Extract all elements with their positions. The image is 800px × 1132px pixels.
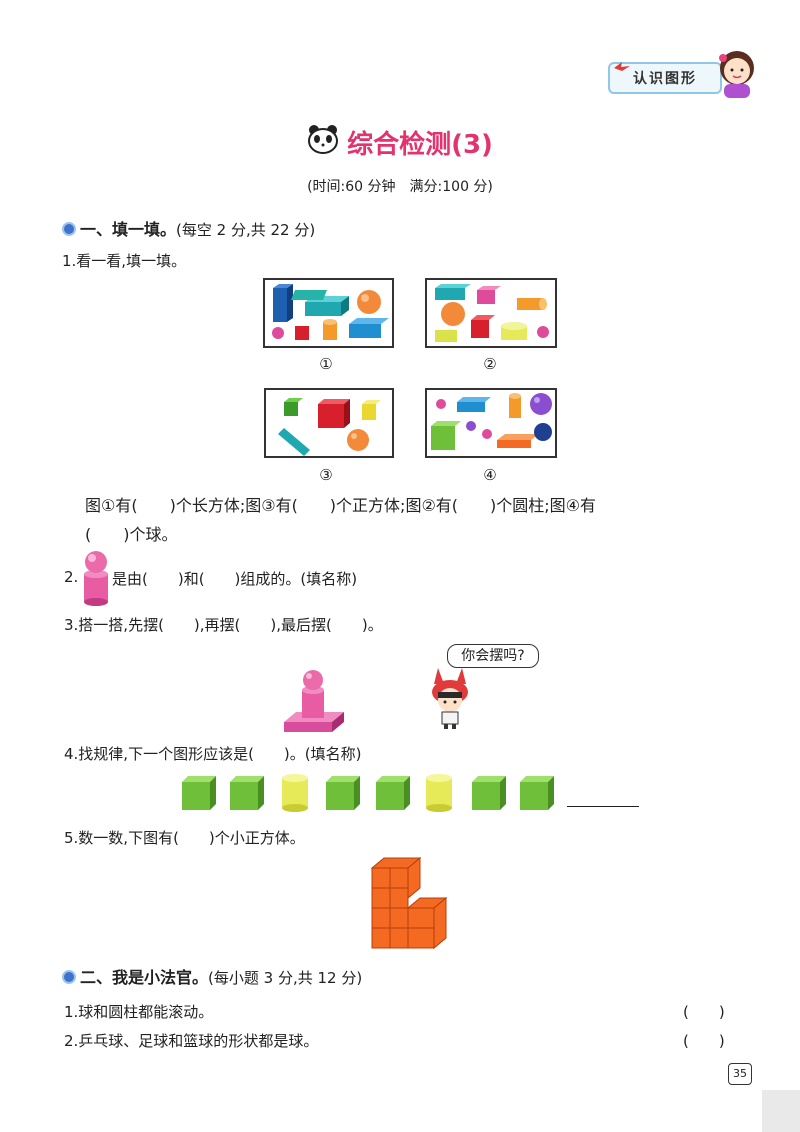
pattern-cylinder <box>426 774 452 812</box>
pattern-sequence <box>182 774 554 812</box>
q2-number: 2. <box>64 568 79 586</box>
pattern-cube <box>182 776 216 810</box>
pattern-cylinder <box>282 774 308 812</box>
picture-label-3: ③ <box>319 466 333 484</box>
q5-text: 5.数一数,下图有( )个小正方体。 <box>64 829 305 847</box>
shapes-picture-1 <box>272 284 389 340</box>
girl-avatar <box>719 51 754 98</box>
section-2-heading: 二、我是小法官。(每小题 3 分,共 12 分) <box>62 964 362 988</box>
pattern-cube <box>472 776 506 810</box>
exam-info: (时间:60 分钟 满分:100 分) <box>307 179 493 195</box>
q2-text: 是由( )和( )组成的。(填名称) <box>112 570 358 588</box>
cube-stack-figure <box>370 856 448 950</box>
bird-icon <box>614 62 630 71</box>
answer-blank-line <box>567 806 639 807</box>
picture-4 <box>425 388 557 458</box>
chapter-tag: 认识图形 <box>608 62 722 94</box>
pattern-cube <box>326 776 360 810</box>
picture-2 <box>425 278 557 348</box>
picture-label-2: ② <box>483 355 497 373</box>
q1-prompt: 1.看一看,填一填。 <box>62 252 187 270</box>
shapes-picture-2 <box>435 284 549 342</box>
q1-line-2: ( )个球。 <box>85 525 178 544</box>
judge-item-1-answer[interactable]: ( ) <box>683 1003 725 1021</box>
judge-item-2-answer[interactable]: ( ) <box>683 1032 725 1050</box>
page-title: 综合检测(3) <box>347 130 493 160</box>
judge-item-2-text: 2.乒乓球、足球和篮球的形状都是球。 <box>64 1032 319 1050</box>
ball-on-cylinder-figure <box>84 551 108 606</box>
picture-1 <box>263 278 394 348</box>
shapes-picture-3 <box>278 398 381 456</box>
picture-label-1: ① <box>319 355 333 373</box>
page-number: 35 <box>728 1063 752 1085</box>
judge-item-1-text: 1.球和圆柱都能滚动。 <box>64 1003 214 1021</box>
q4-text: 4.找规律,下一个图形应该是( )。(填名称) <box>64 745 362 763</box>
stacked-shapes-figure <box>284 670 344 732</box>
chapter-tag-label: 认识图形 <box>633 71 697 87</box>
q1-line-1: 图①有( )个长方体;图③有( )个正方体;图②有( )个圆柱;图④有 <box>85 496 597 515</box>
page-edge-tab <box>762 1090 800 1132</box>
pattern-cube <box>520 776 554 810</box>
section-bullet-icon <box>62 970 76 984</box>
pattern-cube <box>230 776 264 810</box>
panda-icon <box>308 125 338 154</box>
bunny-girl-figure <box>432 668 468 729</box>
section-1-heading: 一、填一填。(每空 2 分,共 22 分) <box>62 216 315 240</box>
speech-bubble: 你会摆吗? <box>447 644 539 668</box>
q3-text: 3.搭一搭,先摆( ),再摆( ),最后摆( )。 <box>64 616 383 634</box>
pattern-cube <box>376 776 410 810</box>
section-bullet-icon <box>62 222 76 236</box>
picture-3 <box>264 388 394 458</box>
shapes-picture-4 <box>431 393 552 450</box>
picture-label-4: ④ <box>483 466 497 484</box>
